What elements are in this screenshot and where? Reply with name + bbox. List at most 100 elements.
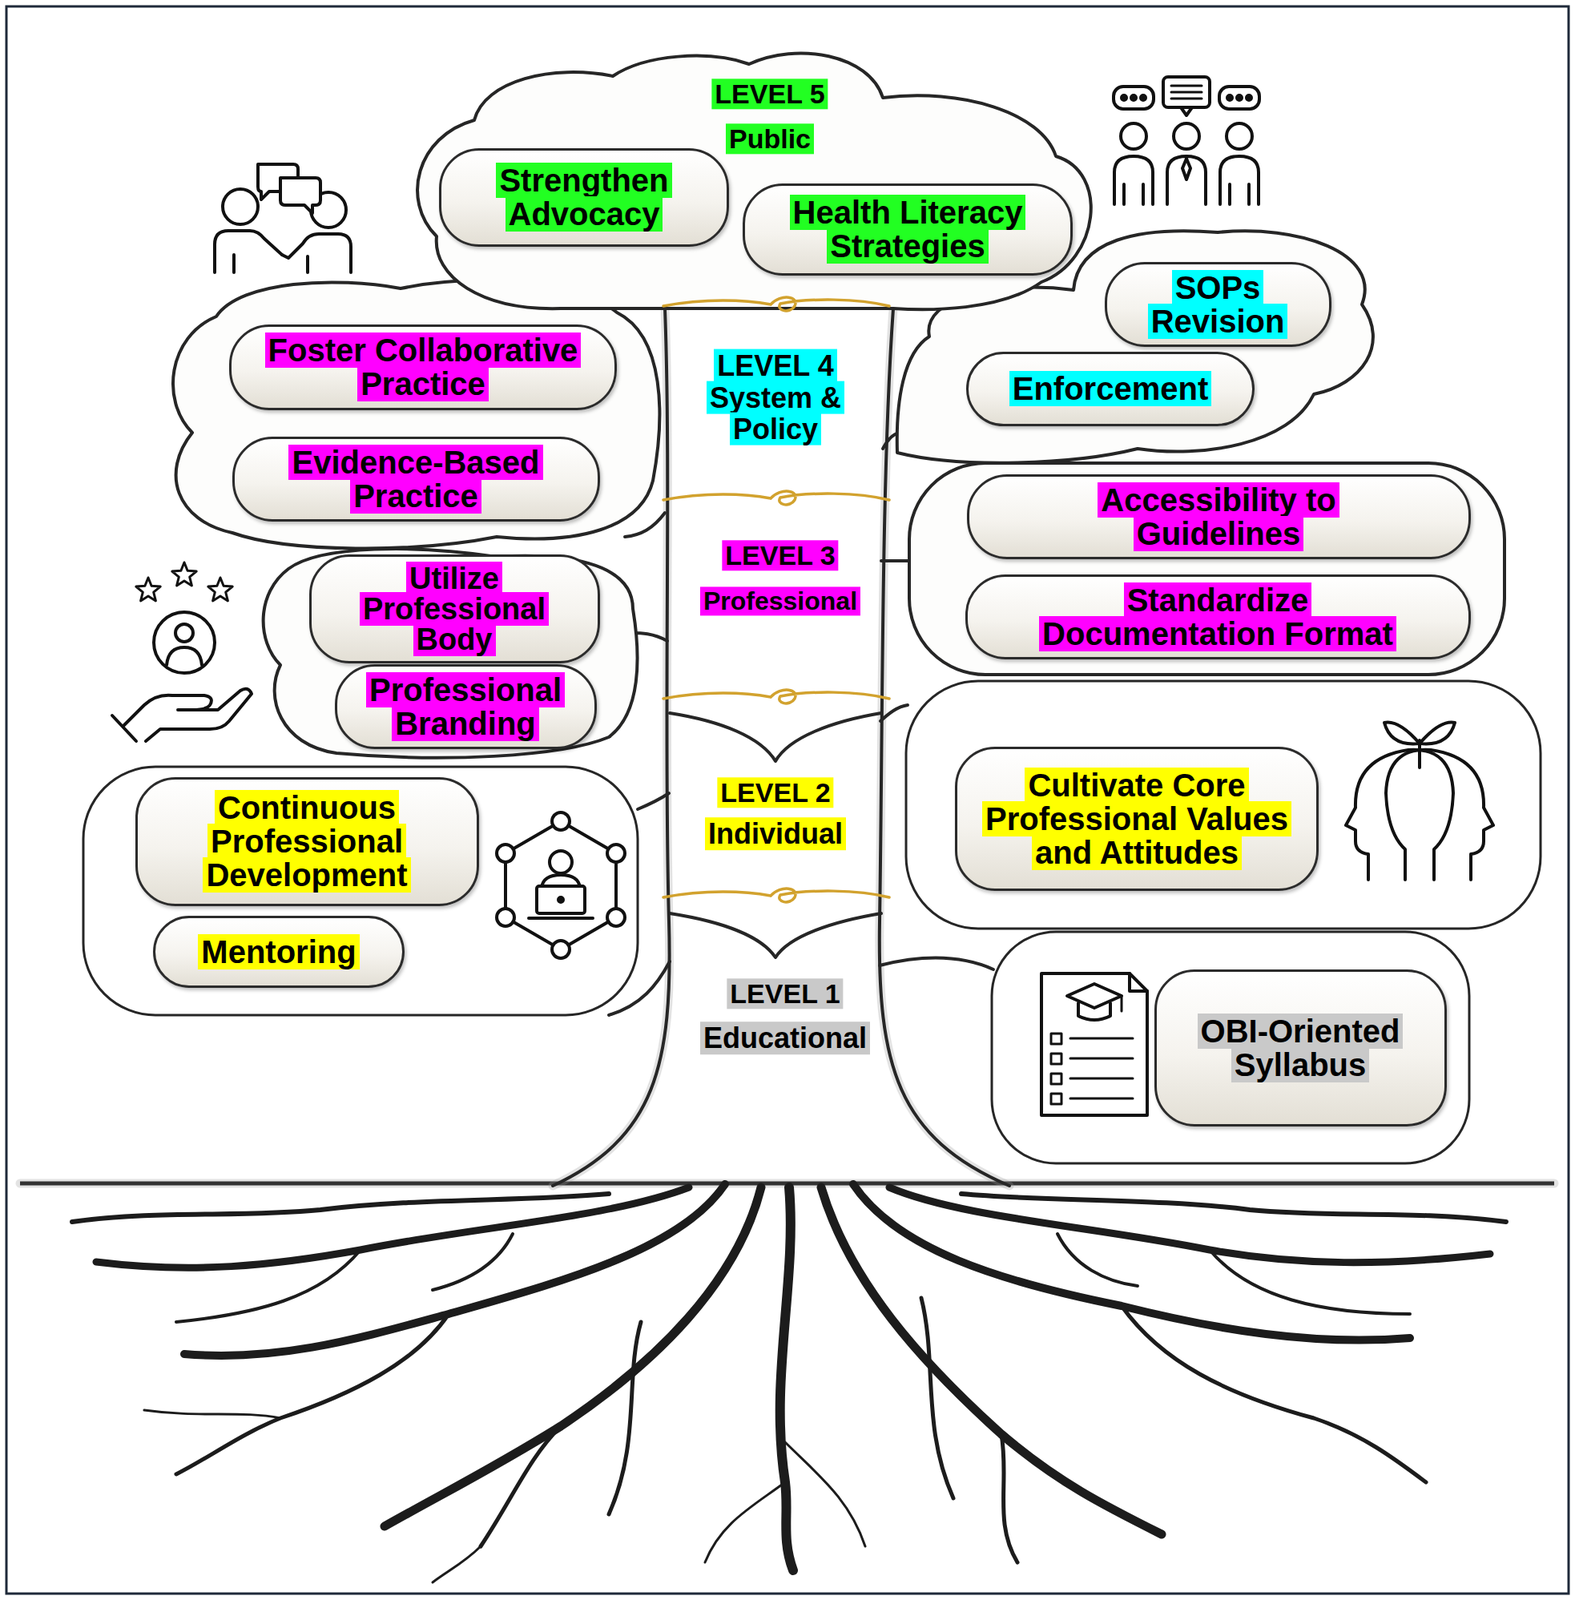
- root: [176, 1313, 449, 1475]
- root: [72, 1193, 609, 1222]
- pill-text: Utilize Professional Body: [359, 561, 549, 657]
- icon-part: [222, 189, 258, 225]
- divider: [663, 689, 890, 704]
- icon-part: [1227, 95, 1233, 101]
- root: [921, 1297, 954, 1499]
- level-label-block: LEVEL 5: [711, 79, 828, 109]
- divider-dip: [669, 913, 882, 958]
- pill-text-block: OBI-Oriented Syllabus: [1172, 1014, 1429, 1082]
- icon-part: [607, 844, 625, 863]
- pill-text-block: Foster Collaborative Practice: [246, 333, 600, 401]
- icon-part: [1051, 1073, 1062, 1084]
- root: [608, 1321, 641, 1515]
- pill-text: Foster Collaborative Practice: [265, 332, 582, 402]
- icon-part: [1163, 76, 1210, 108]
- icon-part: [124, 688, 252, 742]
- pill-text: Accessibility to Guidelines: [1097, 482, 1339, 552]
- icon-part: [1246, 95, 1252, 101]
- pill-text-block: Standardize Documentation Format: [1017, 583, 1418, 651]
- root: [96, 1187, 689, 1268]
- pill-text: OBI-Oriented Syllabus: [1197, 1013, 1404, 1083]
- icon-part: [172, 562, 197, 586]
- root: [704, 1482, 786, 1563]
- level-label-block: Educational: [700, 1022, 871, 1055]
- divider: [663, 491, 890, 505]
- level-label: Professional: [700, 586, 861, 616]
- process-pill: Continuous Professional Development: [135, 777, 480, 907]
- discussion-group-icon: [1113, 76, 1260, 205]
- icon-part: [1220, 156, 1259, 205]
- level-label: LEVEL 4 System & Policy: [706, 349, 845, 446]
- pill-text-block: Utilize Professional Body: [346, 563, 563, 655]
- icon-part: [536, 886, 585, 914]
- pill-text: SOPs Revision: [1148, 269, 1289, 339]
- process-pill: Accessibility to Guidelines: [966, 474, 1471, 560]
- branch: [881, 559, 910, 563]
- pill-text-block: Cultivate Core Professional Values and A…: [972, 768, 1302, 870]
- level4-left-cloud: [173, 280, 660, 548]
- icon-part: [1070, 1038, 1133, 1099]
- pill-text: Strengthen Advocacy: [495, 162, 672, 232]
- icon-part: [1120, 995, 1124, 1012]
- level-label: LEVEL 5: [711, 78, 828, 109]
- level-label-block: Public: [725, 124, 814, 154]
- icon-part: [1140, 95, 1146, 101]
- icon-part: [1173, 123, 1200, 150]
- icon-part: [112, 715, 137, 742]
- icon-part: [1419, 722, 1455, 745]
- process-pill: Foster Collaborative Practice: [229, 324, 617, 411]
- root: [785, 1442, 866, 1547]
- icon-part: [1051, 1033, 1062, 1044]
- icon-part: [549, 850, 572, 874]
- root: [889, 1187, 1491, 1263]
- pill-text-block: Mentoring: [197, 934, 359, 969]
- level-label: LEVEL 3: [721, 539, 838, 571]
- icon-part: [1051, 1093, 1062, 1104]
- pill-text: Mentoring: [197, 934, 359, 970]
- root: [1209, 1249, 1410, 1314]
- icon-part: [1384, 722, 1420, 745]
- frame: [6, 6, 1569, 1594]
- process-pill: Mentoring: [153, 915, 405, 988]
- level-label-block: Professional: [700, 587, 861, 616]
- pill-text-block: Continuous Professional Development: [178, 790, 436, 892]
- level-label: Educational: [700, 1021, 871, 1055]
- icon-part: [496, 908, 515, 927]
- root: [480, 1425, 561, 1547]
- icon-part: [1078, 1003, 1111, 1020]
- icon-part: [1051, 1053, 1062, 1064]
- icon-part: [280, 177, 321, 214]
- pill-text: Cultivate Core Professional Values and A…: [982, 767, 1292, 871]
- icon-part: [505, 821, 617, 950]
- pill-text: Evidence-Based Practice: [288, 444, 543, 514]
- divider: [663, 888, 890, 903]
- icon-part: [1219, 86, 1260, 109]
- level-label: LEVEL 2: [717, 777, 834, 808]
- icon-part: [528, 916, 593, 920]
- icon-part: [166, 647, 202, 665]
- level-label: Individual: [704, 817, 846, 850]
- branch: [637, 793, 669, 810]
- icon-part: [214, 230, 282, 273]
- icon-part: [306, 256, 310, 273]
- level-label: Public: [725, 123, 814, 154]
- root: [1001, 1434, 1018, 1563]
- level-label-block: LEVEL 3: [721, 540, 838, 571]
- icon-part: [1067, 983, 1122, 1008]
- level-label-block: Individual: [704, 817, 846, 850]
- icon-part: [607, 908, 625, 927]
- level-label-block: LEVEL 4 System & Policy: [695, 350, 856, 446]
- level-label-block: LEVEL 1: [726, 978, 843, 1009]
- root: [176, 1249, 361, 1322]
- pill-text-block: Accessibility to Guidelines: [1058, 483, 1379, 551]
- level2-left-panel: [83, 766, 638, 1016]
- icon-part: [208, 577, 233, 601]
- root: [821, 1187, 1162, 1535]
- pill-text-block: Evidence-Based Practice: [263, 445, 568, 513]
- icon-part: [136, 577, 161, 601]
- icon-part: [1345, 749, 1454, 880]
- pill-text: Enforcement: [1009, 370, 1213, 407]
- process-pill: OBI-Oriented Syllabus: [1154, 969, 1447, 1127]
- root: [780, 1187, 794, 1571]
